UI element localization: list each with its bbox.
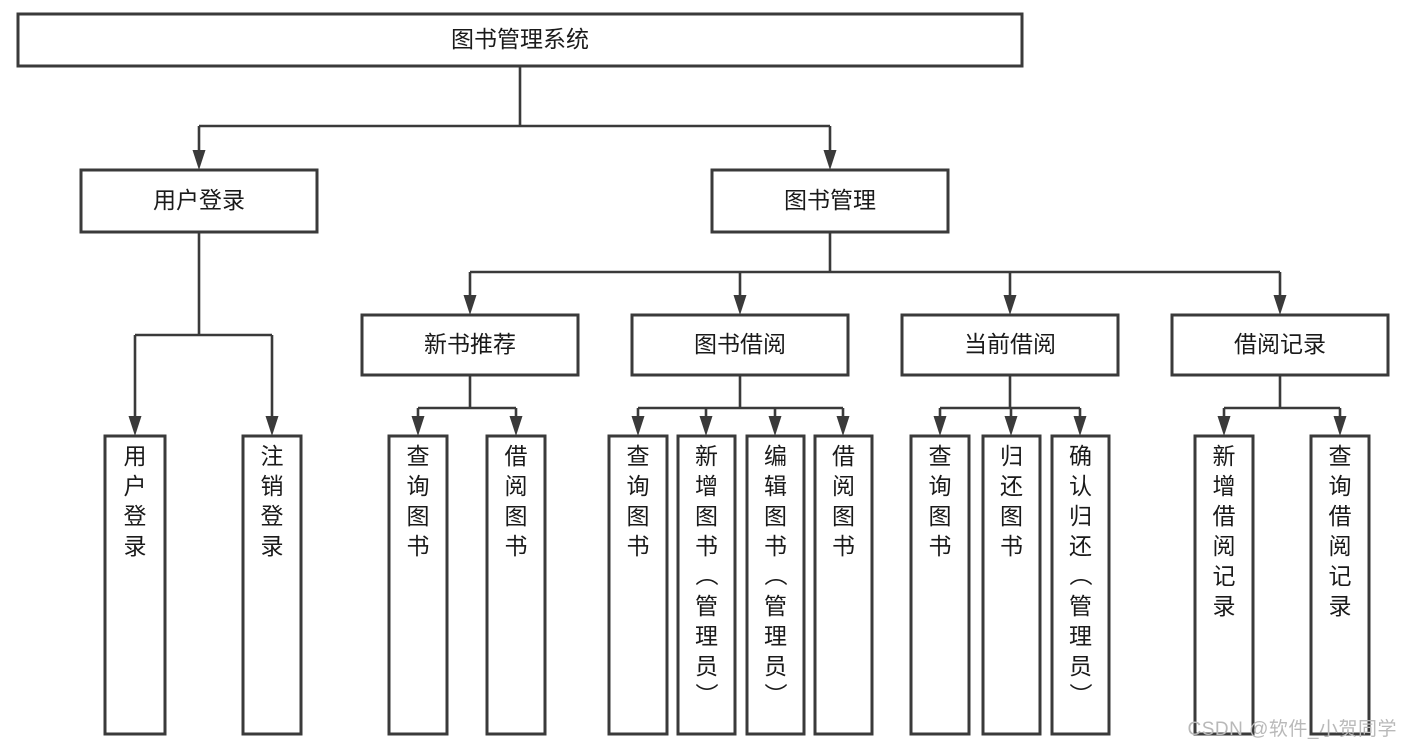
node-box-user-login bbox=[79, 168, 319, 234]
node-box-leaf-edit-book bbox=[745, 434, 806, 736]
connector-bus-new-book-recommend bbox=[411, 375, 523, 436]
node-label-leaf-add-book: 新增图书（管理员） bbox=[695, 443, 719, 709]
node-box-leaf-logout bbox=[241, 434, 303, 736]
node-box-book-borrow bbox=[630, 313, 850, 377]
node-leaf-confirm-return[interactable]: 确认归还（管理员） bbox=[1050, 434, 1111, 736]
node-leaf-query-book-current[interactable]: 查询图书 bbox=[909, 434, 971, 736]
node-box-leaf-query-borrow-record bbox=[1309, 434, 1371, 736]
node-box-leaf-add-book bbox=[676, 434, 737, 736]
node-label-leaf-logout: 注销登录 bbox=[261, 443, 284, 559]
node-box-leaf-add-borrow-record bbox=[1193, 434, 1255, 736]
connectors-layer bbox=[128, 66, 1347, 436]
node-box-leaf-return-book bbox=[981, 434, 1042, 736]
node-box-leaf-borrow-book bbox=[813, 434, 874, 736]
node-leaf-query-book-recommend[interactable]: 查询图书 bbox=[387, 434, 449, 736]
node-box-new-book-recommend bbox=[360, 313, 580, 377]
connector-bus-book-borrow bbox=[631, 375, 850, 436]
node-box-current-borrow bbox=[900, 313, 1120, 377]
nodes-layer: 图书管理系统用户登录图书管理新书推荐图书借阅当前借阅借阅记录用户登录注销登录查询… bbox=[16, 12, 1390, 736]
node-label-leaf-borrow-book: 借阅图书 bbox=[832, 443, 855, 559]
node-box-book-management bbox=[710, 168, 950, 234]
node-label-leaf-query-borrow-record: 查询借阅记录 bbox=[1329, 443, 1352, 619]
connector-bus-borrow-records bbox=[1217, 375, 1347, 436]
node-label-leaf-query-book-borrow: 查询图书 bbox=[627, 443, 650, 559]
node-label-leaf-query-book-current: 查询图书 bbox=[929, 443, 952, 559]
node-label-borrow-records: 借阅记录 bbox=[1234, 331, 1326, 357]
node-box-leaf-query-book-current bbox=[909, 434, 971, 736]
node-leaf-add-book[interactable]: 新增图书（管理员） bbox=[676, 434, 737, 736]
node-label-leaf-return-book: 归还图书 bbox=[1000, 443, 1023, 559]
node-leaf-borrow-book-recommend[interactable]: 借阅图书 bbox=[485, 434, 547, 736]
node-leaf-edit-book[interactable]: 编辑图书（管理员） bbox=[745, 434, 806, 736]
node-leaf-logout[interactable]: 注销登录 bbox=[241, 434, 303, 736]
node-label-root: 图书管理系统 bbox=[451, 26, 589, 52]
node-label-leaf-confirm-return: 确认归还（管理员） bbox=[1069, 443, 1093, 709]
node-label-leaf-add-borrow-record: 新增借阅记录 bbox=[1213, 443, 1236, 619]
node-label-current-borrow: 当前借阅 bbox=[964, 331, 1056, 357]
node-leaf-query-borrow-record[interactable]: 查询借阅记录 bbox=[1309, 434, 1371, 736]
node-box-leaf-borrow-book-recommend bbox=[485, 434, 547, 736]
node-box-leaf-user-login bbox=[103, 434, 167, 736]
node-label-book-management: 图书管理 bbox=[784, 187, 876, 213]
node-box-leaf-query-book-recommend bbox=[387, 434, 449, 736]
connector-bus-current-borrow bbox=[933, 375, 1087, 436]
node-leaf-borrow-book[interactable]: 借阅图书 bbox=[813, 434, 874, 736]
node-box-root bbox=[16, 12, 1024, 68]
node-label-leaf-edit-book: 编辑图书（管理员） bbox=[764, 443, 788, 709]
node-label-leaf-user-login: 用户登录 bbox=[124, 443, 147, 559]
node-book-management[interactable]: 图书管理 bbox=[710, 168, 950, 234]
node-box-leaf-query-book-borrow bbox=[607, 434, 669, 736]
node-label-book-borrow: 图书借阅 bbox=[694, 331, 786, 357]
node-root[interactable]: 图书管理系统 bbox=[16, 12, 1024, 68]
node-current-borrow[interactable]: 当前借阅 bbox=[900, 313, 1120, 377]
connector-bus-root bbox=[192, 66, 837, 170]
node-label-user-login: 用户登录 bbox=[153, 187, 245, 213]
csdn-watermark: CSDN @软件_小贺同学 bbox=[1187, 719, 1397, 740]
node-leaf-return-book[interactable]: 归还图书 bbox=[981, 434, 1042, 736]
node-leaf-add-borrow-record[interactable]: 新增借阅记录 bbox=[1193, 434, 1255, 736]
node-borrow-records[interactable]: 借阅记录 bbox=[1170, 313, 1390, 377]
node-box-borrow-records bbox=[1170, 313, 1390, 377]
connector-bus-user-login bbox=[128, 232, 279, 436]
node-leaf-query-book-borrow[interactable]: 查询图书 bbox=[607, 434, 669, 736]
node-leaf-user-login[interactable]: 用户登录 bbox=[103, 434, 167, 736]
node-user-login[interactable]: 用户登录 bbox=[79, 168, 319, 234]
node-box-leaf-confirm-return bbox=[1050, 434, 1111, 736]
node-new-book-recommend[interactable]: 新书推荐 bbox=[360, 313, 580, 377]
node-label-new-book-recommend: 新书推荐 bbox=[424, 331, 516, 357]
node-label-leaf-borrow-book-recommend: 借阅图书 bbox=[505, 443, 528, 559]
node-label-leaf-query-book-recommend: 查询图书 bbox=[407, 443, 430, 559]
connector-bus-book-management bbox=[463, 232, 1287, 315]
node-book-borrow[interactable]: 图书借阅 bbox=[630, 313, 850, 377]
